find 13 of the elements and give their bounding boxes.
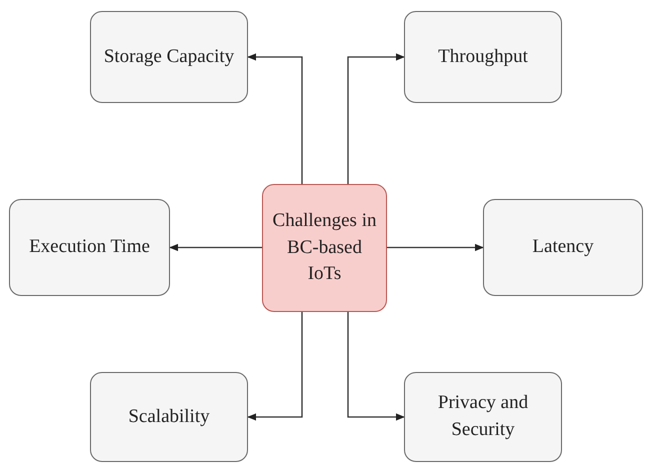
arrow bbox=[169, 244, 262, 252]
challenge-box: Privacy and Security bbox=[404, 372, 562, 462]
challenge-box: Storage Capacity bbox=[90, 11, 248, 103]
challenge-box: Scalability bbox=[90, 372, 248, 462]
central-topic-box: Challenges in BC-based IoTs bbox=[262, 184, 387, 312]
arrow bbox=[247, 312, 303, 421]
arrow bbox=[347, 312, 405, 421]
arrow bbox=[387, 244, 484, 252]
challenge-box: Throughput bbox=[404, 11, 562, 103]
arrow bbox=[347, 53, 405, 184]
challenge-box: Latency bbox=[483, 199, 643, 296]
challenge-box: Execution Time bbox=[9, 199, 170, 296]
arrow bbox=[247, 53, 303, 184]
